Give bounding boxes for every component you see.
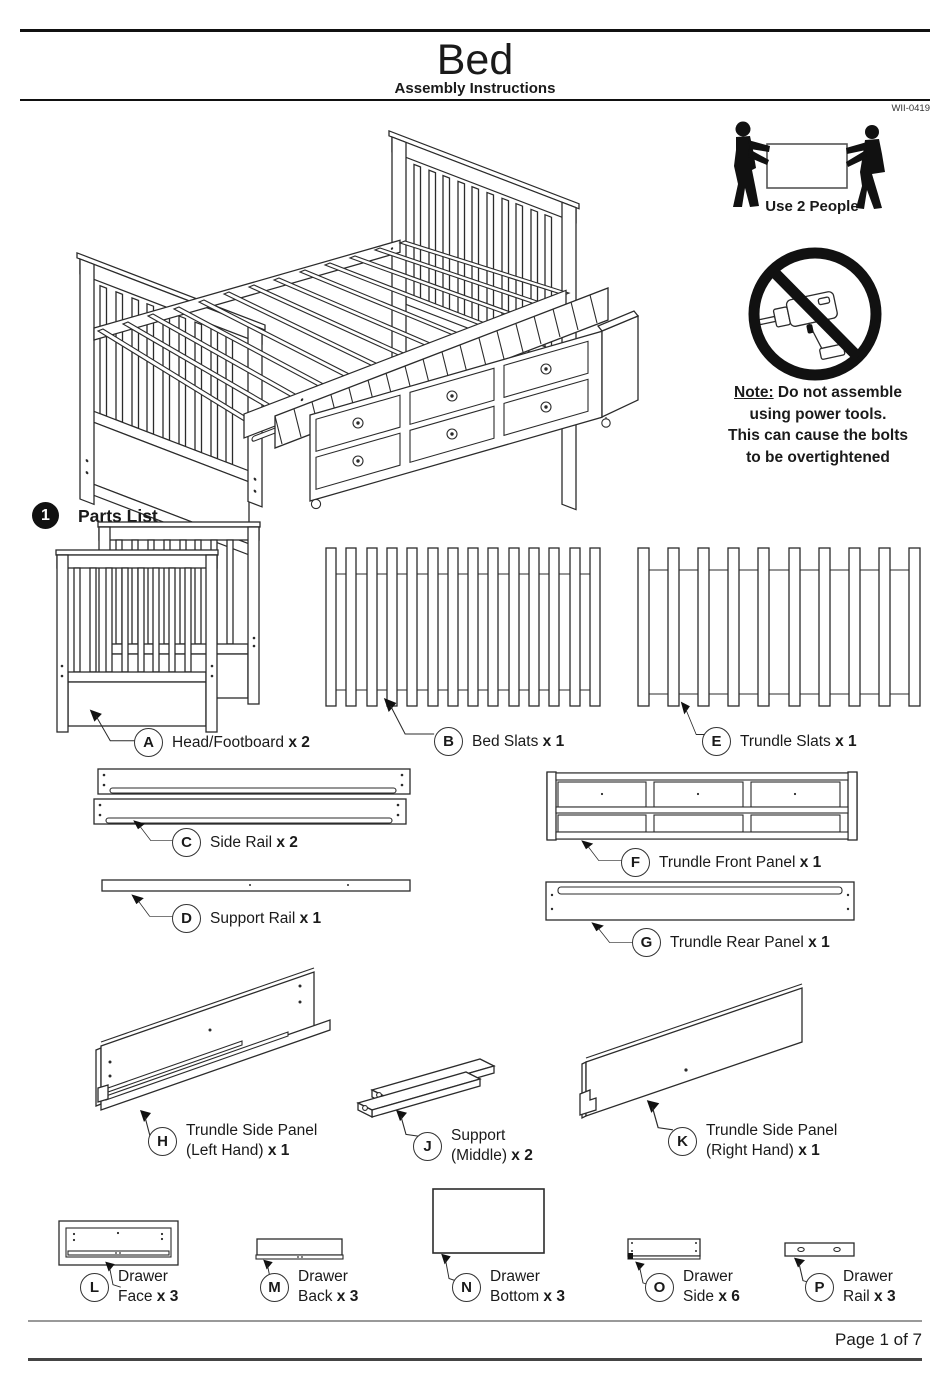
part-label-j: J Support (Middle) x 2 [413, 1126, 533, 1166]
far-side-rail [93, 239, 401, 341]
footer-rule-top [28, 1320, 922, 1322]
part-label-n: N Drawer Bottom x 3 [452, 1267, 565, 1307]
trundle-casters [310, 417, 611, 510]
part-j-illustration [356, 1058, 496, 1119]
part-g-illustration [545, 881, 855, 921]
part-letter-badge: F [621, 848, 650, 877]
part-letter-badge: C [172, 828, 201, 857]
part-label-e: E Trundle Slats x 1 [702, 727, 857, 756]
section-title: Parts List [78, 506, 158, 526]
leader-arrow [105, 1261, 121, 1288]
part-label-g: G Trundle Rear Panel x 1 [632, 928, 830, 957]
part-h-illustration [95, 967, 331, 1111]
part-d-illustration [101, 879, 411, 892]
part-label-f: F Trundle Front Panel x 1 [621, 848, 821, 877]
part-letter-badge: B [434, 727, 463, 756]
part-a-illustration [55, 521, 261, 733]
part-label-m: M Drawer Back x 3 [260, 1267, 358, 1307]
part-n-illustration [432, 1188, 545, 1254]
part-letter-badge: N [452, 1272, 481, 1302]
leader-arrow [133, 820, 175, 841]
header-rule [20, 99, 930, 101]
top-rule [20, 29, 930, 32]
leader-arrow [396, 1109, 420, 1137]
part-letter-badge: D [172, 904, 201, 933]
part-letter-badge: O [645, 1272, 674, 1302]
part-letter-badge: K [668, 1126, 697, 1156]
no-power-tools-icon [748, 247, 882, 381]
use-two-people-label: Use 2 People [765, 198, 859, 215]
leader-arrow [646, 1100, 673, 1131]
bed-slats-installed [96, 240, 571, 423]
leader-arrow [131, 894, 175, 917]
part-c-illustration [93, 768, 411, 825]
part-label-h: H Trundle Side Panel (Left Hand) x 1 [148, 1121, 317, 1161]
note-label: Note: [734, 384, 774, 401]
part-o-illustration [627, 1238, 701, 1260]
part-letter-badge: G [632, 928, 661, 957]
leader-arrow [581, 840, 623, 861]
part-e-illustration [637, 547, 921, 707]
trundle-drawer-knobs [352, 363, 552, 467]
part-letter-badge: J [413, 1131, 442, 1161]
part-label-l: L Drawer Face x 3 [80, 1267, 178, 1307]
part-p-illustration [784, 1242, 855, 1257]
part-k-illustration [579, 983, 803, 1120]
person-left-icon [733, 121, 770, 207]
part-label-o: O Drawer Side x 6 [645, 1267, 740, 1307]
part-letter-badge: M [260, 1272, 289, 1302]
part-letter-badge: A [134, 728, 163, 757]
two-person-lift-icon [733, 121, 885, 209]
page-number: Page 1 of 7 [835, 1330, 922, 1349]
part-letter-badge: H [148, 1126, 177, 1156]
leader-arrow [89, 709, 139, 742]
leader-arrow [383, 698, 435, 735]
footer-rule-bottom [28, 1358, 922, 1361]
section-number-badge: 1 [32, 502, 59, 529]
page-subtitle: Assembly Instructions [394, 80, 556, 97]
trundle-end-cap [601, 315, 639, 419]
part-letter-badge: P [805, 1272, 834, 1302]
part-label-k: K Trundle Side Panel (Right Hand) x 1 [668, 1121, 837, 1161]
part-f-illustration [546, 771, 858, 841]
page-title: Bed [436, 36, 514, 84]
power-tools-note: Note: Do not assemble using power tools.… [727, 384, 909, 466]
bed-assembled-illustration [76, 129, 640, 556]
part-letter-badge: L [80, 1272, 109, 1302]
part-label-d: D Support Rail x 1 [172, 904, 321, 933]
part-label-b: B Bed Slats x 1 [434, 727, 564, 756]
leader-arrow [591, 922, 635, 943]
part-label-a: A Head/Footboard x 2 [134, 728, 310, 757]
part-label-p: P Drawer Rail x 3 [805, 1267, 896, 1307]
part-label-c: C Side Rail x 2 [172, 828, 298, 857]
part-l-illustration [58, 1220, 179, 1266]
document-code: WII-0419 [891, 103, 930, 114]
person-right-icon [846, 125, 885, 209]
part-letter-badge: E [702, 727, 731, 756]
part-m-illustration [255, 1238, 344, 1260]
part-b-illustration [325, 547, 601, 707]
